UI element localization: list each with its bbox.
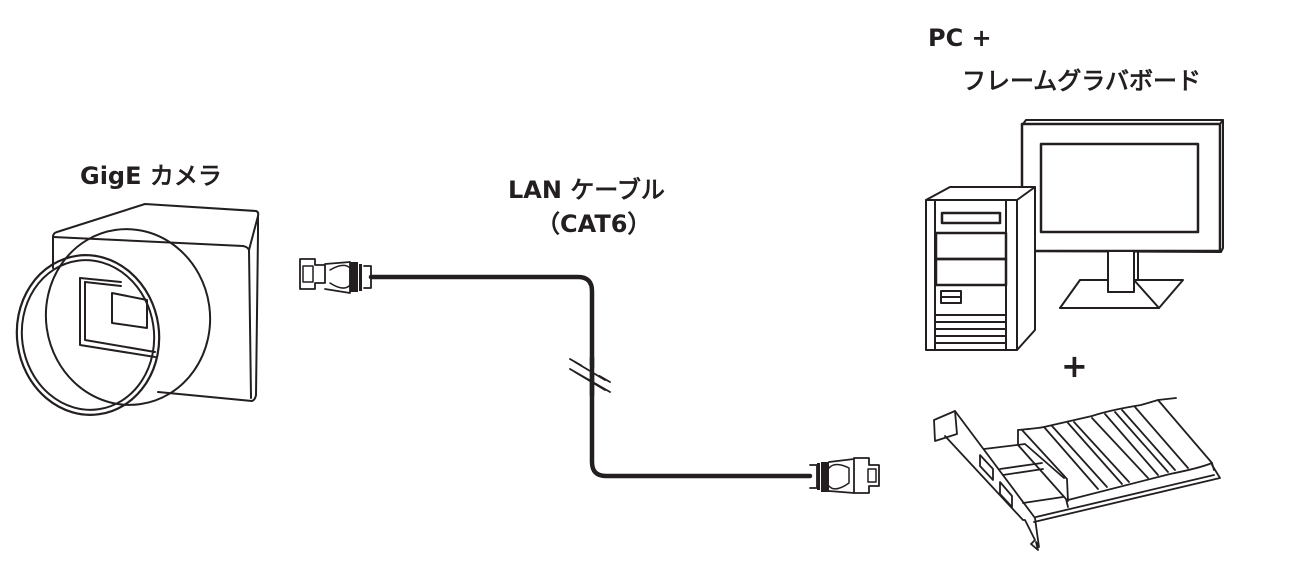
desktop-pc-icon [925,119,1224,351]
pc-label: PC + [928,24,992,52]
frame-grabber-label: フレームグラバボード [962,67,1202,95]
rj45-connector-right [809,457,880,494]
cable-spec-label: （CAT6） [536,210,652,238]
cable-label: LAN ケーブル [508,176,665,204]
rj45-connector-left [299,258,372,294]
monitor-icon [1020,119,1224,309]
cable-break-mark [569,355,611,398]
frame-grabber-board-icon [933,397,1221,551]
tower-icon [925,186,1036,351]
camera-label: GigE カメラ [80,162,222,190]
camera-icon [15,203,260,416]
lan-cable-icon [299,258,880,494]
plus-sign: + [1061,347,1088,385]
